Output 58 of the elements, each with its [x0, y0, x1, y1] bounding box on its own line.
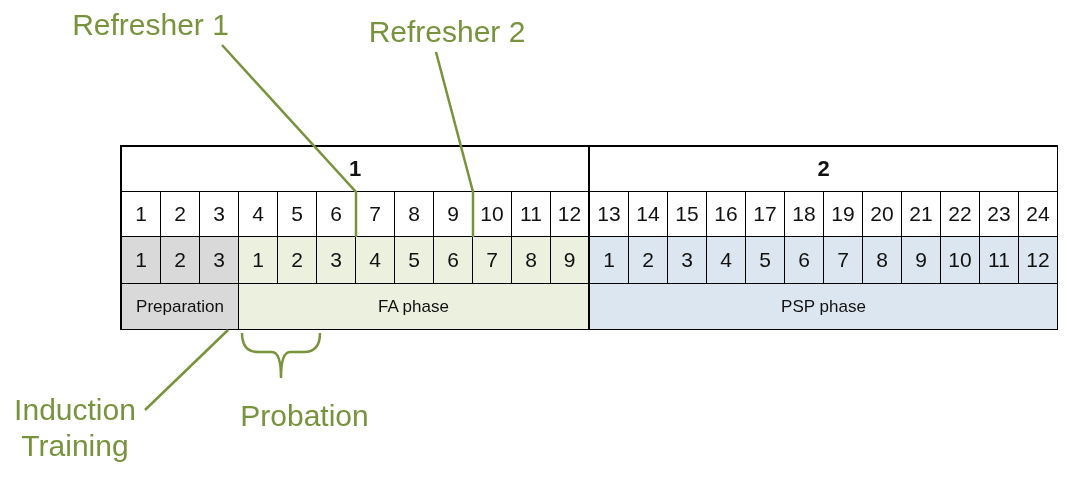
phase-month-cell: 1: [122, 237, 161, 284]
phase-cell: FA phase: [239, 284, 590, 330]
phase-month-cell: 4: [707, 237, 746, 284]
month-cell: 3: [200, 192, 239, 237]
phase-month-cell: 3: [200, 237, 239, 284]
month-cell: 19: [824, 192, 863, 237]
phase-cell: PSP phase: [590, 284, 1058, 330]
phase-month-cell: 5: [395, 237, 434, 284]
month-cell: 7: [356, 192, 395, 237]
month-cell: 11: [512, 192, 551, 237]
phase-month-cell: 8: [863, 237, 902, 284]
phase-month-cell: 12: [1019, 237, 1058, 284]
callout-text: Probation: [239, 398, 370, 434]
month-cell: 10: [473, 192, 512, 237]
phase-month-cell: 2: [278, 237, 317, 284]
phase-month-cell: 5: [746, 237, 785, 284]
phase-month-cell: 4: [356, 237, 395, 284]
phase-cell: Preparation: [122, 284, 239, 330]
phase-month-cell: 9: [902, 237, 941, 284]
month-cell: 23: [980, 192, 1019, 237]
month-cell: 5: [278, 192, 317, 237]
phase-month-cell: 2: [629, 237, 668, 284]
phase-month-cell: 8: [512, 237, 551, 284]
callout-text: Refresher 1: [68, 5, 233, 45]
month-cell: 21: [902, 192, 941, 237]
callout-text: Induction Training: [5, 392, 145, 464]
phase-month-cell: 1: [590, 237, 629, 284]
phase-month-cell: 2: [161, 237, 200, 284]
phase-month-cell: 7: [824, 237, 863, 284]
phase-month-cell: 3: [317, 237, 356, 284]
month-cell: 14: [629, 192, 668, 237]
month-cell: 24: [1019, 192, 1058, 237]
month-cell: 22: [941, 192, 980, 237]
month-cell: 4: [239, 192, 278, 237]
month-cell: 17: [746, 192, 785, 237]
month-cell: 12: [551, 192, 590, 237]
month-cell: 20: [863, 192, 902, 237]
phase-month-cell: 9: [551, 237, 590, 284]
year-cell: 1: [122, 147, 590, 192]
phase-month-cell: 6: [434, 237, 473, 284]
month-cell: 2: [161, 192, 200, 237]
month-cell: 18: [785, 192, 824, 237]
phase-month-cell: 1: [239, 237, 278, 284]
leader-line: [144, 329, 229, 411]
phase-month-cell: 3: [668, 237, 707, 284]
phase-month-cell: 6: [785, 237, 824, 284]
phase-month-cell: 7: [473, 237, 512, 284]
month-cell: 1: [122, 192, 161, 237]
month-cell: 8: [395, 192, 434, 237]
callout-text: Refresher 2: [362, 12, 532, 52]
leader-line: [221, 44, 358, 237]
month-cell: 13: [590, 192, 629, 237]
month-cell: 16: [707, 192, 746, 237]
phase-month-cell: 10: [941, 237, 980, 284]
leader-line: [434, 51, 475, 237]
month-cell: 15: [668, 192, 707, 237]
year-cell: 2: [590, 147, 1058, 192]
phase-month-cell: 11: [980, 237, 1019, 284]
